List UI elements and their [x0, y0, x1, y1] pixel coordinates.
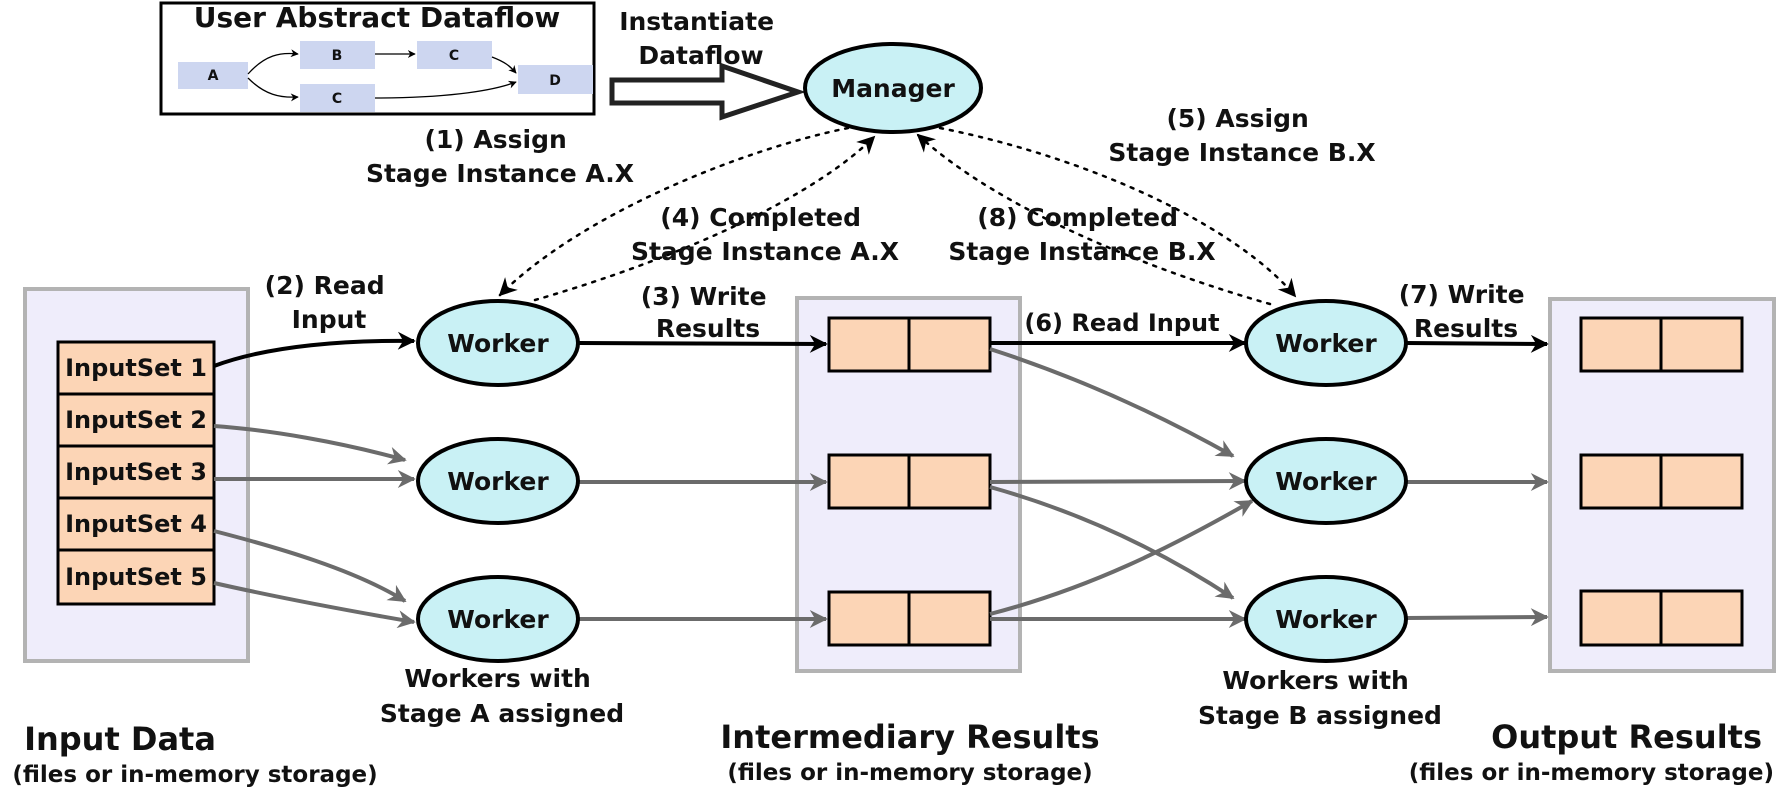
input-set-3-cell: [56, 444, 216, 500]
worker-b2: [1244, 437, 1408, 525]
intermediary-results-subtitle: (files or in-memory storage): [727, 760, 1092, 786]
worker-b1: [1244, 299, 1408, 387]
output-cell-1a: [1579, 316, 1663, 373]
worker-a2-label: Worker: [447, 467, 549, 496]
step-6-label: (6) Read Input: [1024, 309, 1219, 337]
step-8-label: (8) Completed Stage Instance B.X: [948, 203, 1215, 266]
worker-b3-label: Worker: [1275, 605, 1377, 634]
control-messages: [498, 126, 1297, 306]
manager-node: [803, 42, 983, 134]
worker-a3-label: Worker: [447, 605, 549, 634]
mini-node-d: D: [549, 73, 561, 89]
mini-node-c-top: C: [449, 48, 459, 64]
input-set-stack: [56, 340, 216, 606]
worker-a3: [416, 575, 580, 663]
instantiate-arrow: [609, 62, 806, 121]
input-set-2: InputSet 2: [65, 406, 207, 434]
worker-a1: [416, 299, 580, 387]
step-2-label: (2) Read Input: [265, 271, 394, 334]
worker-a1-label: Worker: [447, 329, 549, 358]
worker-a2: [416, 437, 580, 525]
intermediary-cell-3a: [827, 590, 911, 647]
output-results-subtitle: (files or in-memory storage): [1409, 760, 1774, 786]
step-3-label: (3) Write Results: [641, 282, 776, 343]
input-set-5-cell: [56, 548, 216, 606]
intermediary-cell-2b: [907, 453, 992, 510]
input-set-1: InputSet 1: [65, 354, 207, 382]
intermediary-cell-1a: [827, 316, 911, 373]
intermediary-cell-1b: [907, 316, 992, 373]
mini-node-b: B: [332, 48, 343, 64]
instantiate-label: Instantiate Dataflow: [619, 7, 783, 70]
input-set-4: InputSet 4: [65, 510, 207, 538]
output-cell-3b: [1659, 589, 1744, 647]
step-7-label: (7) Write Results: [1399, 280, 1534, 343]
input-set-3: InputSet 3: [65, 458, 207, 486]
step-1-label: (1) Assign Stage Instance A.X: [366, 125, 634, 188]
output-cell-1b: [1659, 316, 1744, 373]
mini-node-c-bottom: C: [332, 91, 342, 107]
input-data-subtitle: (files or in-memory storage): [12, 762, 377, 788]
mini-node-a: A: [208, 68, 219, 84]
intermediary-cell-2a: [827, 453, 911, 510]
abstract-dataflow-title: User Abstract Dataflow: [194, 1, 560, 34]
output-cell-3a: [1579, 589, 1663, 647]
output-cell-2b: [1659, 453, 1744, 510]
input-set-4-cell: [56, 496, 216, 552]
output-cell-2a: [1579, 453, 1663, 510]
step-4-label: (4) Completed Stage Instance A.X: [631, 203, 899, 266]
worker-b3: [1244, 575, 1408, 663]
abstract-dataflow-panel: User Abstract Dataflow A B C C D: [159, 1, 596, 116]
worker-b2-label: Worker: [1275, 467, 1377, 496]
stage-a-label: Workers with Stage A assigned: [380, 664, 624, 728]
stage-b-label: Workers with Stage B assigned: [1198, 666, 1442, 730]
input-data-title: Input Data: [24, 720, 216, 758]
primary-flow: [213, 331, 1549, 368]
worker-b1-label: Worker: [1275, 329, 1377, 358]
intermediary-results-title: Intermediary Results: [720, 718, 1099, 756]
manager-label: Manager: [831, 74, 955, 103]
input-set-1-cell: [56, 340, 216, 396]
step-5-label: (5) Assign Stage Instance B.X: [1108, 104, 1375, 167]
output-results-title: Output Results: [1491, 718, 1762, 756]
input-set-2-cell: [56, 392, 216, 448]
secondary-flows: [213, 347, 1549, 629]
intermediary-cell-3b: [907, 590, 992, 647]
input-set-5: InputSet 5: [65, 563, 207, 591]
